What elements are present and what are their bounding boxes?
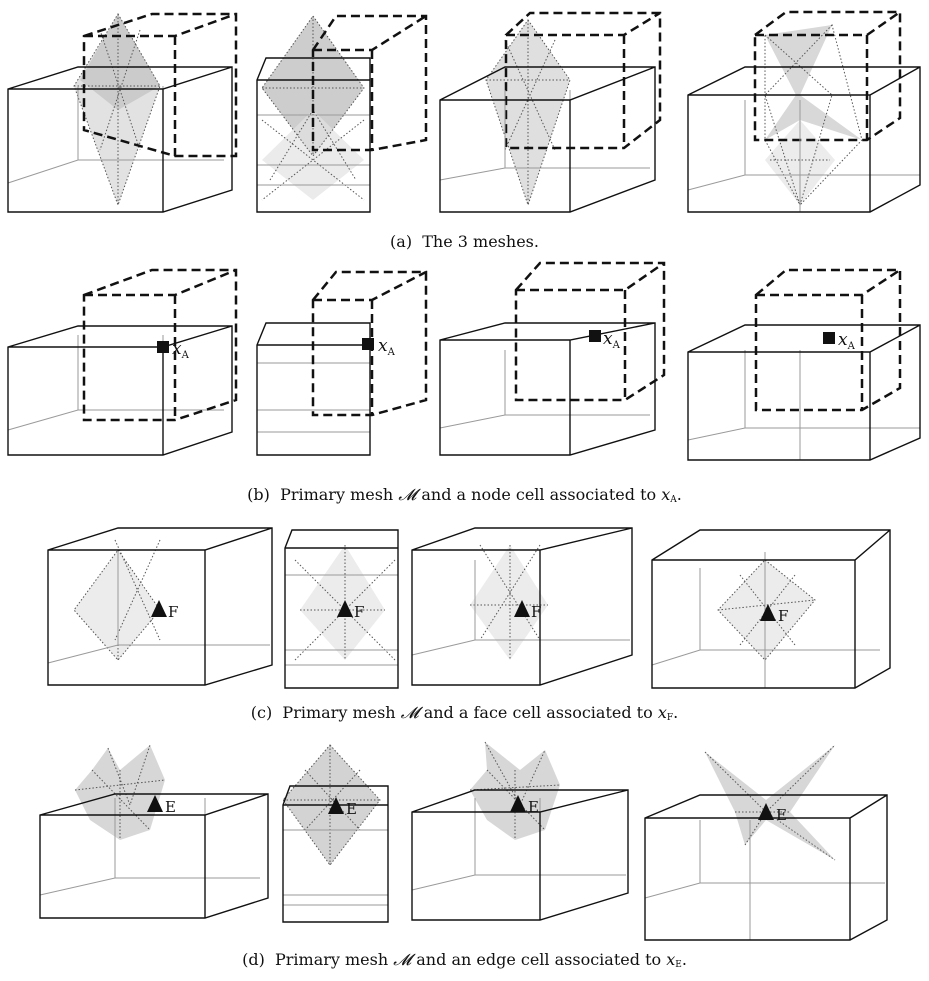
mesh-a2: [257, 16, 426, 212]
panel-c: F F F F: [48, 528, 890, 688]
node-marker: [823, 332, 835, 344]
mesh-c3: F: [412, 528, 632, 685]
mesh-d2: E: [283, 745, 388, 922]
primary-box-hidden: [688, 350, 920, 460]
mesh-b2: xA: [257, 272, 426, 455]
mesh-a4: [688, 12, 920, 212]
edge-label: E: [165, 798, 176, 816]
primary-box-hidden: [645, 820, 885, 940]
caption-c: (c) Primary mesh 𝓜 and a face cell assoc…: [0, 703, 929, 723]
primary-box-hidden: [8, 335, 224, 430]
mesh-d3: E: [412, 742, 628, 920]
panel-a: [8, 12, 920, 212]
mesh-b4: xA: [688, 270, 920, 460]
edge-label: E: [528, 798, 539, 816]
primary-box: [440, 323, 655, 455]
face-label: F: [531, 603, 541, 621]
node-marker: [589, 330, 601, 342]
caption-b: (b) Primary mesh 𝓜 and a node cell assoc…: [0, 485, 929, 505]
mesh-c1: F: [48, 528, 272, 685]
face-label: F: [778, 607, 788, 625]
panel-b: xA xA xA xA: [8, 263, 920, 460]
mesh-c4: F: [652, 530, 890, 688]
primary-box-hidden: [440, 350, 650, 428]
node-label: xA: [378, 336, 396, 358]
edge-label: E: [776, 806, 787, 824]
mesh-a3: [440, 13, 660, 212]
node-label: xA: [838, 330, 856, 352]
node-marker: [362, 338, 374, 350]
caption-d: (d) Primary mesh 𝓜 and an edge cell asso…: [0, 950, 929, 970]
node-label: xA: [603, 329, 621, 351]
caption-a: (a) The 3 meshes.: [0, 232, 929, 251]
primary-box: [688, 325, 920, 460]
mesh-b1: xA: [8, 270, 236, 455]
node-label: xA: [172, 339, 190, 361]
mesh-d4: E: [645, 745, 887, 940]
mesh-a1: [8, 14, 236, 212]
panel-d: E E E E: [40, 742, 887, 940]
primary-box: [8, 326, 232, 455]
mesh-b3: xA: [440, 263, 664, 455]
face-label: F: [168, 603, 178, 621]
mesh-d1: E: [40, 745, 268, 918]
face-label: F: [354, 603, 364, 621]
edge-label: E: [346, 800, 357, 818]
edge-cell: [705, 745, 835, 860]
node-marker: [157, 341, 169, 353]
face-cell: [74, 550, 160, 660]
mesh-c2: F: [285, 530, 398, 688]
